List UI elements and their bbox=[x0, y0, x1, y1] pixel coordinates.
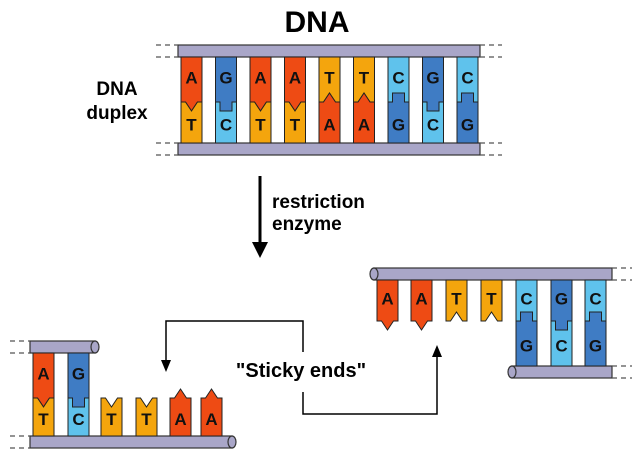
left-overhang-3: A bbox=[200, 388, 223, 437]
base-letter: T bbox=[255, 116, 266, 135]
right-overhang-2: T bbox=[445, 279, 468, 322]
base-letter: G bbox=[392, 116, 405, 135]
base-letter: T bbox=[324, 69, 335, 88]
left-paired-bottom-1: C bbox=[67, 397, 90, 437]
left-overhang-1: T bbox=[135, 397, 158, 437]
right-fragment-bottom-backbone bbox=[507, 365, 632, 379]
base-letter: T bbox=[290, 116, 301, 135]
base-letter: T bbox=[141, 410, 152, 429]
base-letter: G bbox=[219, 69, 232, 88]
left-paired-top-0: A bbox=[32, 352, 55, 408]
duplex-base-bottom-8: G bbox=[456, 92, 479, 144]
left-overhang-2: A bbox=[169, 388, 192, 437]
duplex-base-bottom-0: T bbox=[180, 101, 203, 144]
base-letter: C bbox=[589, 290, 601, 309]
base-letter: C bbox=[392, 69, 404, 88]
restriction-arrow-head bbox=[252, 242, 268, 258]
duplex-base-bottom-1: C bbox=[215, 101, 237, 144]
right-overhang-3: T bbox=[480, 279, 503, 322]
base-letter: G bbox=[426, 69, 439, 88]
duplex-base-bottom-6: G bbox=[387, 92, 410, 144]
base-letter: A bbox=[185, 69, 197, 88]
base-letter: G bbox=[555, 290, 568, 309]
base-letter: T bbox=[359, 69, 370, 88]
base-letter: T bbox=[186, 116, 197, 135]
left-overhang-0: T bbox=[100, 397, 123, 437]
dna-duplex: A T G C A T A T T A T A C G G C C G bbox=[156, 44, 502, 156]
base-letter: A bbox=[415, 290, 427, 309]
right-paired-bottom-1: C bbox=[550, 320, 573, 367]
right-overhang-0: A bbox=[376, 279, 399, 331]
left-fragment-bottom-backbone bbox=[10, 435, 237, 449]
sticky-arrow-left-head bbox=[161, 360, 171, 372]
sticky-arrow-right bbox=[302, 354, 438, 415]
right-fragment-top-backbone bbox=[369, 267, 632, 281]
base-letter: C bbox=[555, 337, 567, 356]
duplex-base-top-6: C bbox=[387, 56, 410, 103]
right-overhang-1: A bbox=[410, 279, 433, 331]
right-fragment: A A T T C G G C C G bbox=[369, 267, 632, 379]
base-letter: T bbox=[38, 410, 49, 429]
base-letter: A bbox=[205, 410, 217, 429]
left-fragment-top-backbone bbox=[10, 340, 100, 354]
left-paired-bottom-0: T bbox=[32, 397, 55, 437]
sticky-arrow-left bbox=[165, 320, 304, 363]
right-paired-bottom-0: G bbox=[515, 311, 538, 367]
base-letter: C bbox=[461, 69, 473, 88]
base-letter: A bbox=[174, 410, 186, 429]
base-letter: A bbox=[381, 290, 393, 309]
base-letter: T bbox=[451, 290, 462, 309]
base-letter: A bbox=[323, 116, 335, 135]
base-letter: C bbox=[427, 116, 439, 135]
base-letter: T bbox=[106, 410, 117, 429]
arrow-label-line2: enzyme bbox=[272, 214, 342, 235]
base-letter: A bbox=[289, 69, 301, 88]
sticky-arrow-right-head bbox=[432, 345, 442, 357]
duplex-top-backbone bbox=[156, 44, 502, 58]
diagram-title: DNA bbox=[285, 6, 350, 39]
base-letter: C bbox=[520, 290, 532, 309]
base-letter: C bbox=[220, 116, 232, 135]
duplex-label-line1: DNA bbox=[96, 79, 137, 100]
right-paired-bottom-2: G bbox=[584, 311, 607, 367]
duplex-base-bottom-4: A bbox=[318, 92, 341, 144]
duplex-base-bottom-2: T bbox=[249, 101, 272, 144]
base-letter: G bbox=[520, 337, 533, 356]
base-letter: G bbox=[461, 116, 474, 135]
duplex-base-bottom-5: A bbox=[353, 92, 375, 144]
base-letter: C bbox=[72, 410, 84, 429]
base-letter: G bbox=[589, 337, 602, 356]
base-letter: A bbox=[37, 365, 49, 384]
base-letter: A bbox=[358, 116, 370, 135]
base-letter: A bbox=[254, 69, 266, 88]
base-letter: T bbox=[486, 290, 497, 309]
duplex-base-bottom-3: T bbox=[284, 101, 306, 144]
arrow-label-line1: restriction bbox=[272, 192, 365, 213]
duplex-base-bottom-7: C bbox=[422, 101, 444, 144]
duplex-bottom-backbone bbox=[156, 142, 502, 156]
sticky-ends-label: "Sticky ends" bbox=[236, 360, 366, 382]
base-letter: G bbox=[72, 365, 85, 384]
duplex-label-line2: duplex bbox=[86, 103, 148, 124]
